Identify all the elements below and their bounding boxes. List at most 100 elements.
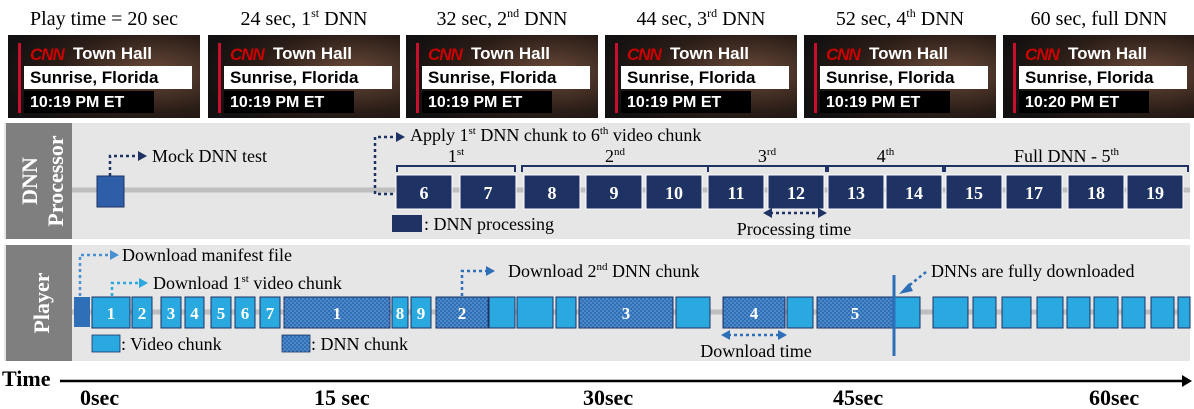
snapshot-caption: 24 sec, 1st DNN	[241, 6, 368, 30]
processing-chunk-number: 13	[847, 183, 865, 203]
video-chunk-number: 4	[190, 304, 199, 323]
video-chunk	[131, 296, 153, 329]
mock-test-arrow	[108, 154, 138, 176]
cnn-logo: CNN	[428, 45, 464, 64]
first-video-arrowhead	[139, 278, 148, 288]
dnn-chunk	[722, 296, 786, 329]
snapshot-caption: 44 sec, 3rd DNN	[637, 6, 766, 30]
red-accent-bar	[814, 43, 817, 113]
processing-chunk	[767, 174, 825, 210]
processing-chunk	[645, 174, 703, 210]
mock-dnn-test-block	[96, 175, 125, 208]
dnn-chunk-number: 2	[458, 304, 467, 323]
location-banner	[621, 66, 789, 89]
video-chunk	[1121, 296, 1146, 329]
second-dnn-arrowhead	[486, 266, 495, 276]
video-chunk-legend-swatch	[91, 334, 121, 353]
processing-chunk-number: 10	[665, 183, 683, 203]
tick-15sec: 15 sec	[314, 385, 370, 409]
video-chunk	[410, 296, 432, 329]
snapshot-line1: Town Hall	[471, 44, 550, 63]
snapshot-line2: Sunrise, Florida	[30, 68, 159, 87]
video-chunk	[555, 296, 577, 329]
player-label-bg	[6, 245, 72, 361]
processing-chunk-number: 9	[610, 183, 619, 203]
video-chunk-number: 9	[417, 304, 426, 323]
mock-dnn-test-label: Mock DNN test	[152, 146, 267, 166]
processing-chunk-number: 14	[905, 183, 923, 203]
processor-label-line1: DNN	[17, 157, 42, 205]
snapshot-line1: Town Hall	[869, 44, 948, 63]
time-banner	[224, 91, 354, 113]
group-bracket	[707, 165, 827, 172]
processing-chunk-number: 17	[1025, 183, 1043, 203]
location-banner	[224, 66, 392, 89]
fully-downloaded-arrowhead	[899, 283, 913, 294]
video-chunk	[91, 296, 131, 329]
red-accent-bar	[18, 43, 21, 113]
tick-30sec: 30sec	[583, 385, 633, 409]
time-axis: Time 0sec 15 sec 30sec 45sec 60sec	[2, 366, 1192, 409]
tick-45sec: 45sec	[833, 385, 883, 409]
location-banner	[24, 66, 192, 89]
snapshot-line3: 10:19 PM ET	[30, 94, 124, 111]
manifest-block	[74, 297, 90, 327]
dnn-processor-panel: DNN Processor Mock DNN test Apply 1st DN…	[4, 123, 1190, 239]
red-accent-bar	[416, 43, 419, 113]
video-chunk	[184, 296, 205, 329]
video-chunk-legend: : Video chunk	[121, 334, 222, 354]
video-chunk	[259, 296, 281, 329]
group-label: 3rd	[758, 146, 777, 166]
processing-chunk	[523, 174, 581, 210]
apply-arrow	[373, 135, 397, 196]
dnn-chunk-legend: : DNN chunk	[311, 334, 408, 354]
tick-60sec: 60sec	[1089, 385, 1139, 409]
time-banner	[1019, 91, 1149, 113]
location-banner	[422, 66, 590, 89]
video-chunk	[972, 296, 997, 329]
dnn-chunk	[435, 296, 489, 329]
time-banner	[621, 91, 751, 113]
first-video-arrow	[110, 281, 139, 296]
processing-chunk-number: 11	[727, 183, 744, 203]
dnn-processing-legend: : DNN processing	[424, 214, 554, 234]
time-banner	[422, 91, 552, 113]
snapshot-line1: Town Hall	[273, 44, 352, 63]
video-chunk	[786, 296, 814, 329]
video-chunk-number: 8	[396, 304, 405, 323]
player-panel: Player Download manifest file Download 1…	[4, 245, 1191, 361]
processing-chunk-number: 15	[965, 183, 983, 203]
dnn-chunk	[816, 296, 894, 329]
processing-chunk-number: 7	[484, 183, 493, 203]
cnn-logo: CNN	[1025, 45, 1061, 64]
snapshot-line3: 10:20 PM ET	[1025, 94, 1119, 111]
dnn-processing-legend-swatch	[392, 215, 422, 232]
dnn-chunk-number: 3	[622, 304, 631, 323]
apply-arrowhead	[396, 132, 405, 142]
snapshot-line1: Town Hall	[73, 44, 152, 63]
processing-time-arrowhead-left	[763, 208, 772, 218]
processing-chunk-number: 8	[548, 183, 557, 203]
fully-downloaded-arrow	[905, 271, 927, 289]
fully-downloaded-label: DNNs are fully downloaded	[931, 261, 1134, 281]
processing-chunk-number: 18	[1087, 183, 1105, 203]
snapshot-line3: 10:19 PM ET	[627, 94, 721, 111]
video-chunk-number: 2	[138, 304, 147, 323]
processing-chunk	[395, 174, 453, 210]
video-chunk-number: 5	[217, 304, 226, 323]
video-chunk	[893, 296, 921, 329]
dnn-chunk-number: 1	[333, 304, 342, 323]
processing-chunk	[585, 174, 643, 210]
video-chunk-number: 7	[266, 304, 275, 323]
processing-chunk-number: 19	[1146, 183, 1164, 203]
time-axis-label: Time	[2, 366, 51, 391]
dnn-chunk-legend-swatch	[281, 334, 311, 353]
download-time-arrowhead-right	[778, 330, 787, 340]
processing-chunk	[1067, 174, 1125, 210]
video-chunk	[1036, 296, 1064, 329]
processing-chunk	[1005, 174, 1063, 210]
